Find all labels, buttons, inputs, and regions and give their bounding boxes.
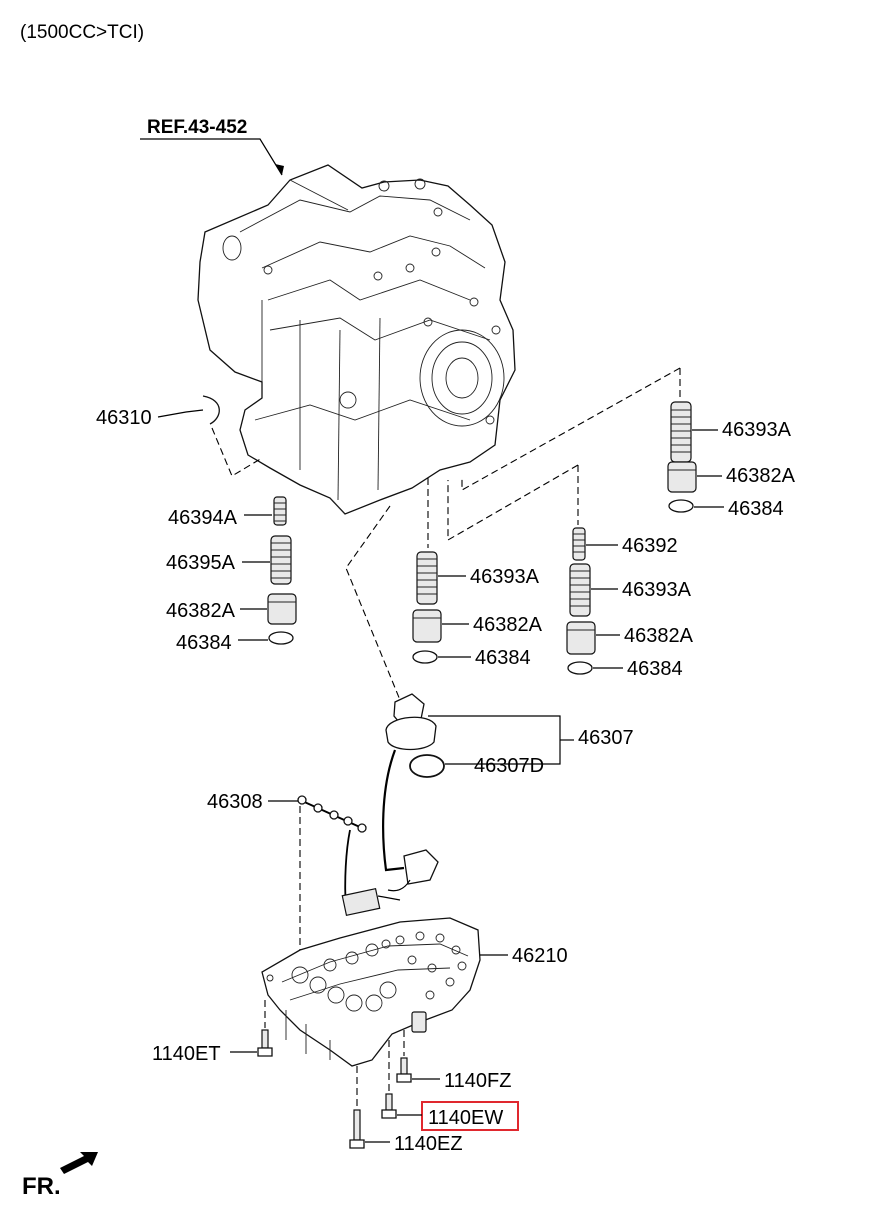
oring-46307d xyxy=(409,754,445,778)
bolt-1140fz xyxy=(396,1057,412,1083)
callout-46395a[interactable]: 46395A xyxy=(166,552,236,574)
callout-46307[interactable]: 46307 xyxy=(578,727,634,749)
variant-header: (1500CC>TCI) xyxy=(20,22,144,43)
callout-1140ew[interactable]: 1140EW xyxy=(428,1107,503,1129)
callout-46393a-1[interactable]: 46393A xyxy=(722,419,792,441)
harness-connector-46307 xyxy=(382,693,439,892)
plug-46382a-center xyxy=(412,609,442,643)
oring-46384-left xyxy=(268,631,294,645)
front-orientation-label: FR. xyxy=(22,1173,61,1200)
oring-46384-center xyxy=(412,650,438,664)
plug-46382a-left xyxy=(267,593,297,625)
callout-46393a-3[interactable]: 46393A xyxy=(622,579,692,601)
callout-46384-2[interactable]: 46384 xyxy=(176,632,232,654)
clip-46310 xyxy=(202,395,220,425)
callout-46382a-4[interactable]: 46382A xyxy=(624,625,694,647)
guide-line-right xyxy=(461,367,681,491)
oring-46384-right-middle xyxy=(567,661,593,675)
callout-1140ez[interactable]: 1140EZ xyxy=(394,1133,463,1155)
callout-46307d[interactable]: 46307D xyxy=(474,755,544,777)
spring-46394a xyxy=(273,496,287,526)
callout-46392[interactable]: 46392 xyxy=(622,535,678,557)
spring-46393a-right-middle xyxy=(569,563,591,617)
spring-46392 xyxy=(572,527,586,561)
spring-46393a-right xyxy=(670,401,692,463)
spring-46395a xyxy=(270,535,292,585)
callout-46210[interactable]: 46210 xyxy=(512,945,568,967)
guide-line-left xyxy=(211,427,263,477)
callout-46382a-3[interactable]: 46382A xyxy=(473,614,543,636)
wiring-46308 xyxy=(297,795,401,917)
plug-46382a-right-middle xyxy=(566,621,596,655)
callout-46384-1[interactable]: 46384 xyxy=(728,498,784,520)
callout-46310[interactable]: 46310 xyxy=(96,407,152,429)
bolt-1140et xyxy=(257,1029,273,1057)
callout-46384-3[interactable]: 46384 xyxy=(475,647,531,669)
valve-body-46210 xyxy=(261,917,481,1067)
reference-label[interactable]: REF.43-452 xyxy=(147,117,247,138)
callout-1140fz[interactable]: 1140FZ xyxy=(444,1070,511,1092)
callout-1140et[interactable]: 1140ET xyxy=(152,1043,221,1065)
front-arrow-icon xyxy=(60,1152,98,1174)
plug-46382a-right xyxy=(667,461,697,493)
highlight-box-1140ew xyxy=(421,1101,519,1131)
callout-46384-4[interactable]: 46384 xyxy=(627,658,683,680)
guide-line-harness xyxy=(345,505,401,701)
spring-46393a-center xyxy=(416,551,438,605)
reference-leader xyxy=(140,138,283,176)
oring-46384-right xyxy=(668,499,694,513)
callout-46308[interactable]: 46308 xyxy=(207,791,263,813)
bolt-1140ew xyxy=(381,1093,397,1119)
callout-46394a[interactable]: 46394A xyxy=(168,507,238,529)
reference-arrow-icon xyxy=(275,164,284,175)
leader-46310 xyxy=(157,409,204,418)
transmission-case xyxy=(197,164,516,515)
guide-line-middle xyxy=(447,464,579,541)
bolt-1140ez xyxy=(349,1109,365,1149)
callout-46382a-1[interactable]: 46382A xyxy=(726,465,796,487)
callout-46393a-2[interactable]: 46393A xyxy=(470,566,540,588)
callout-46382a-2[interactable]: 46382A xyxy=(166,600,236,622)
